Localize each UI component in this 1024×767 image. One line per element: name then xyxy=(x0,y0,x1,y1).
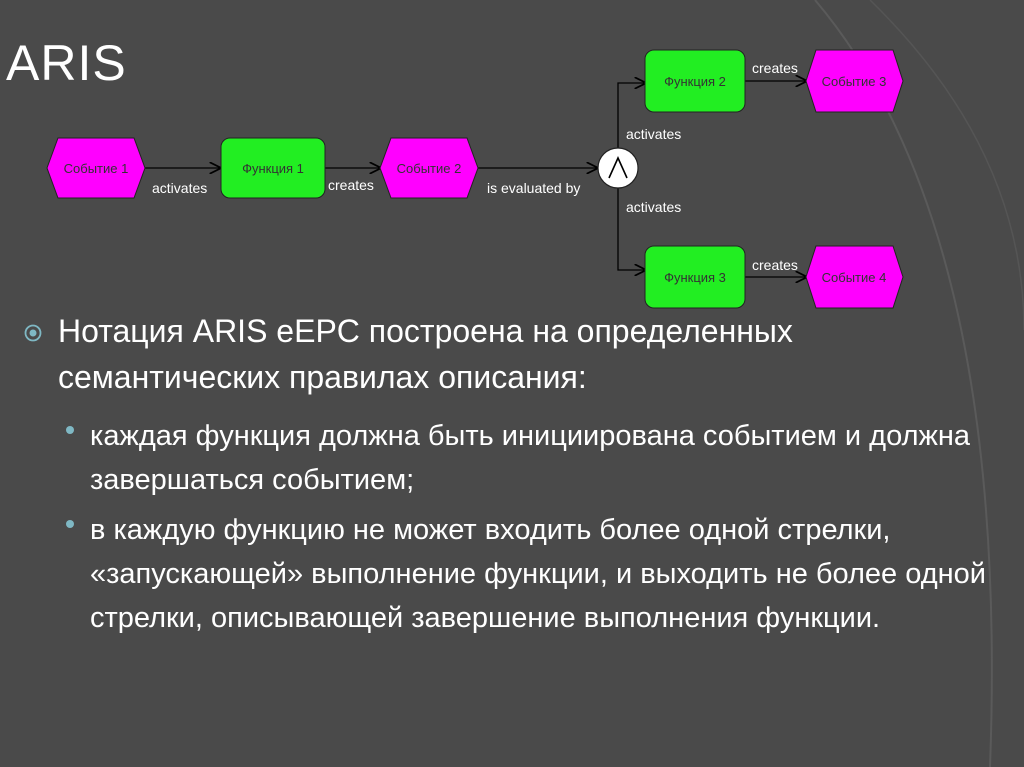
dot-icon xyxy=(66,520,74,528)
and-connector xyxy=(597,147,639,189)
edge-label-creates-1: creates xyxy=(328,177,374,193)
function-3-label: Функция 3 xyxy=(664,270,726,285)
edge-label-is-evaluated-by: is evaluated by xyxy=(487,180,580,196)
function-node-2: Функция 2 xyxy=(644,49,746,113)
event-2-label: Событие 2 xyxy=(397,161,462,176)
sub-bullet-item: каждая функция должна быть инициирована … xyxy=(22,414,1012,502)
target-circle-icon xyxy=(24,324,42,342)
sub-bullet-text-1: каждая функция должна быть инициирована … xyxy=(90,420,971,496)
edge-label-activates-1: activates xyxy=(152,180,207,196)
edge-and-function3 xyxy=(617,188,645,270)
event-node-1: Событие 1 xyxy=(46,137,146,199)
and-operator-icon xyxy=(608,156,628,179)
edge-label-creates-2: creates xyxy=(752,60,798,76)
event-4-label: Событие 4 xyxy=(822,270,887,285)
main-bullet-text: Нотация ARIS eEPC построена на определен… xyxy=(58,313,793,395)
event-node-3: Событие 3 xyxy=(805,49,904,113)
event-node-2: Событие 2 xyxy=(379,137,479,199)
eepc-diagram: activates creates is evaluated by activa… xyxy=(46,49,904,309)
edge-label-creates-3: creates xyxy=(752,257,798,273)
function-2-label: Функция 2 xyxy=(664,74,726,89)
function-node-3: Функция 3 xyxy=(644,245,746,309)
event-node-4: Событие 4 xyxy=(805,245,904,309)
function-node-1: Функция 1 xyxy=(220,137,326,199)
edge-label-activates-2: activates xyxy=(626,126,681,142)
main-bullet-item: Нотация ARIS eEPC построена на определен… xyxy=(22,308,1012,400)
edge-label-activates-3: activates xyxy=(626,199,681,215)
sub-bullet-item: в каждую функцию не может входить более … xyxy=(22,508,1012,640)
function-1-label: Функция 1 xyxy=(242,161,304,176)
sub-bullet-list: каждая функция должна быть инициирована … xyxy=(22,414,1012,640)
edge-and-function2 xyxy=(617,83,645,148)
sub-bullet-text-2: в каждую функцию не может входить более … xyxy=(90,514,986,634)
slide-content: Нотация ARIS eEPC построена на определен… xyxy=(22,308,1012,646)
diagram-edges xyxy=(145,81,806,277)
event-1-label: Событие 1 xyxy=(64,161,129,176)
slide-title: ARIS xyxy=(6,35,127,91)
dot-icon xyxy=(66,426,74,434)
event-3-label: Событие 3 xyxy=(822,74,887,89)
